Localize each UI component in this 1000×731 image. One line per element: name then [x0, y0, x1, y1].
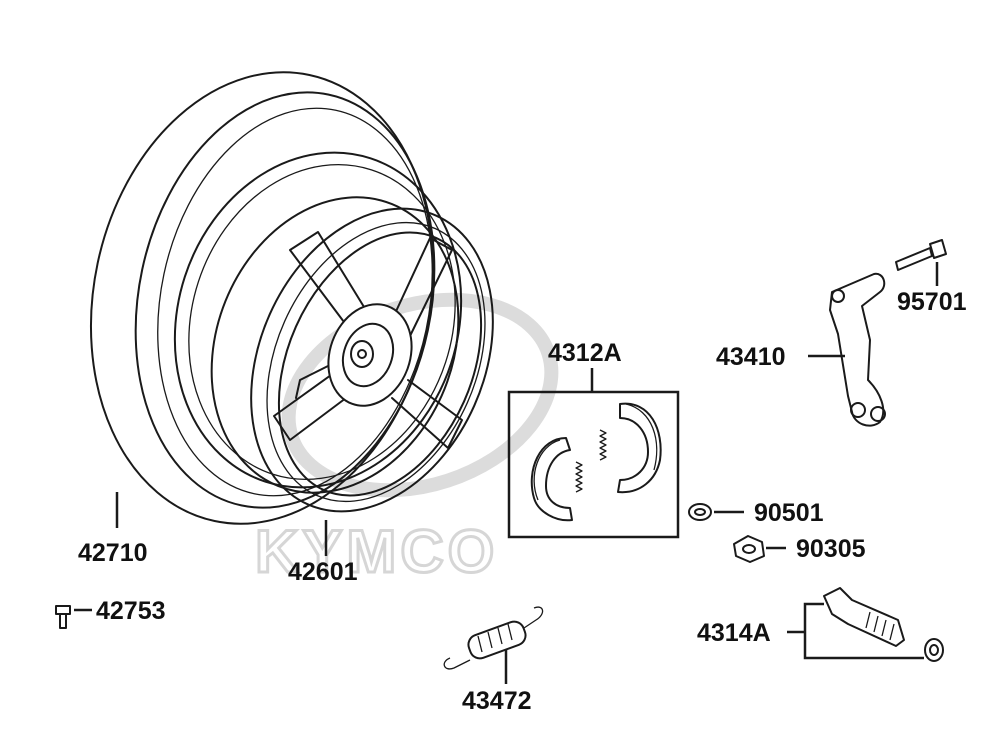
watermark-text: KYMCO [255, 518, 498, 585]
tire-drawing[interactable] [50, 40, 503, 556]
brake-shoe-drawing[interactable] [530, 402, 662, 522]
label-90501[interactable]: 90501 [754, 499, 824, 527]
bolt-drawing[interactable] [895, 239, 947, 271]
label-42601[interactable]: 42601 [288, 558, 358, 586]
label-90305[interactable]: 90305 [796, 535, 866, 563]
label-43410[interactable]: 43410 [716, 343, 786, 371]
brake-cam-drawing[interactable] [823, 587, 944, 662]
air-valve-drawing[interactable] [55, 605, 71, 629]
washer-drawing[interactable] [688, 503, 712, 521]
label-95701[interactable]: 95701 [897, 288, 967, 316]
brake-shoe-box [507, 390, 680, 539]
brake-arm-drawing[interactable] [829, 272, 886, 427]
label-43472[interactable]: 43472 [462, 687, 532, 715]
label-42710[interactable]: 42710 [78, 539, 148, 567]
rim-drawing[interactable] [169, 160, 539, 550]
brake-spring-drawing[interactable] [443, 606, 544, 670]
label-42753[interactable]: 42753 [96, 597, 166, 625]
nut-drawing[interactable] [733, 535, 765, 563]
label-4314A[interactable]: 4314A [697, 619, 771, 647]
label-4312A[interactable]: 4312A [548, 339, 622, 367]
